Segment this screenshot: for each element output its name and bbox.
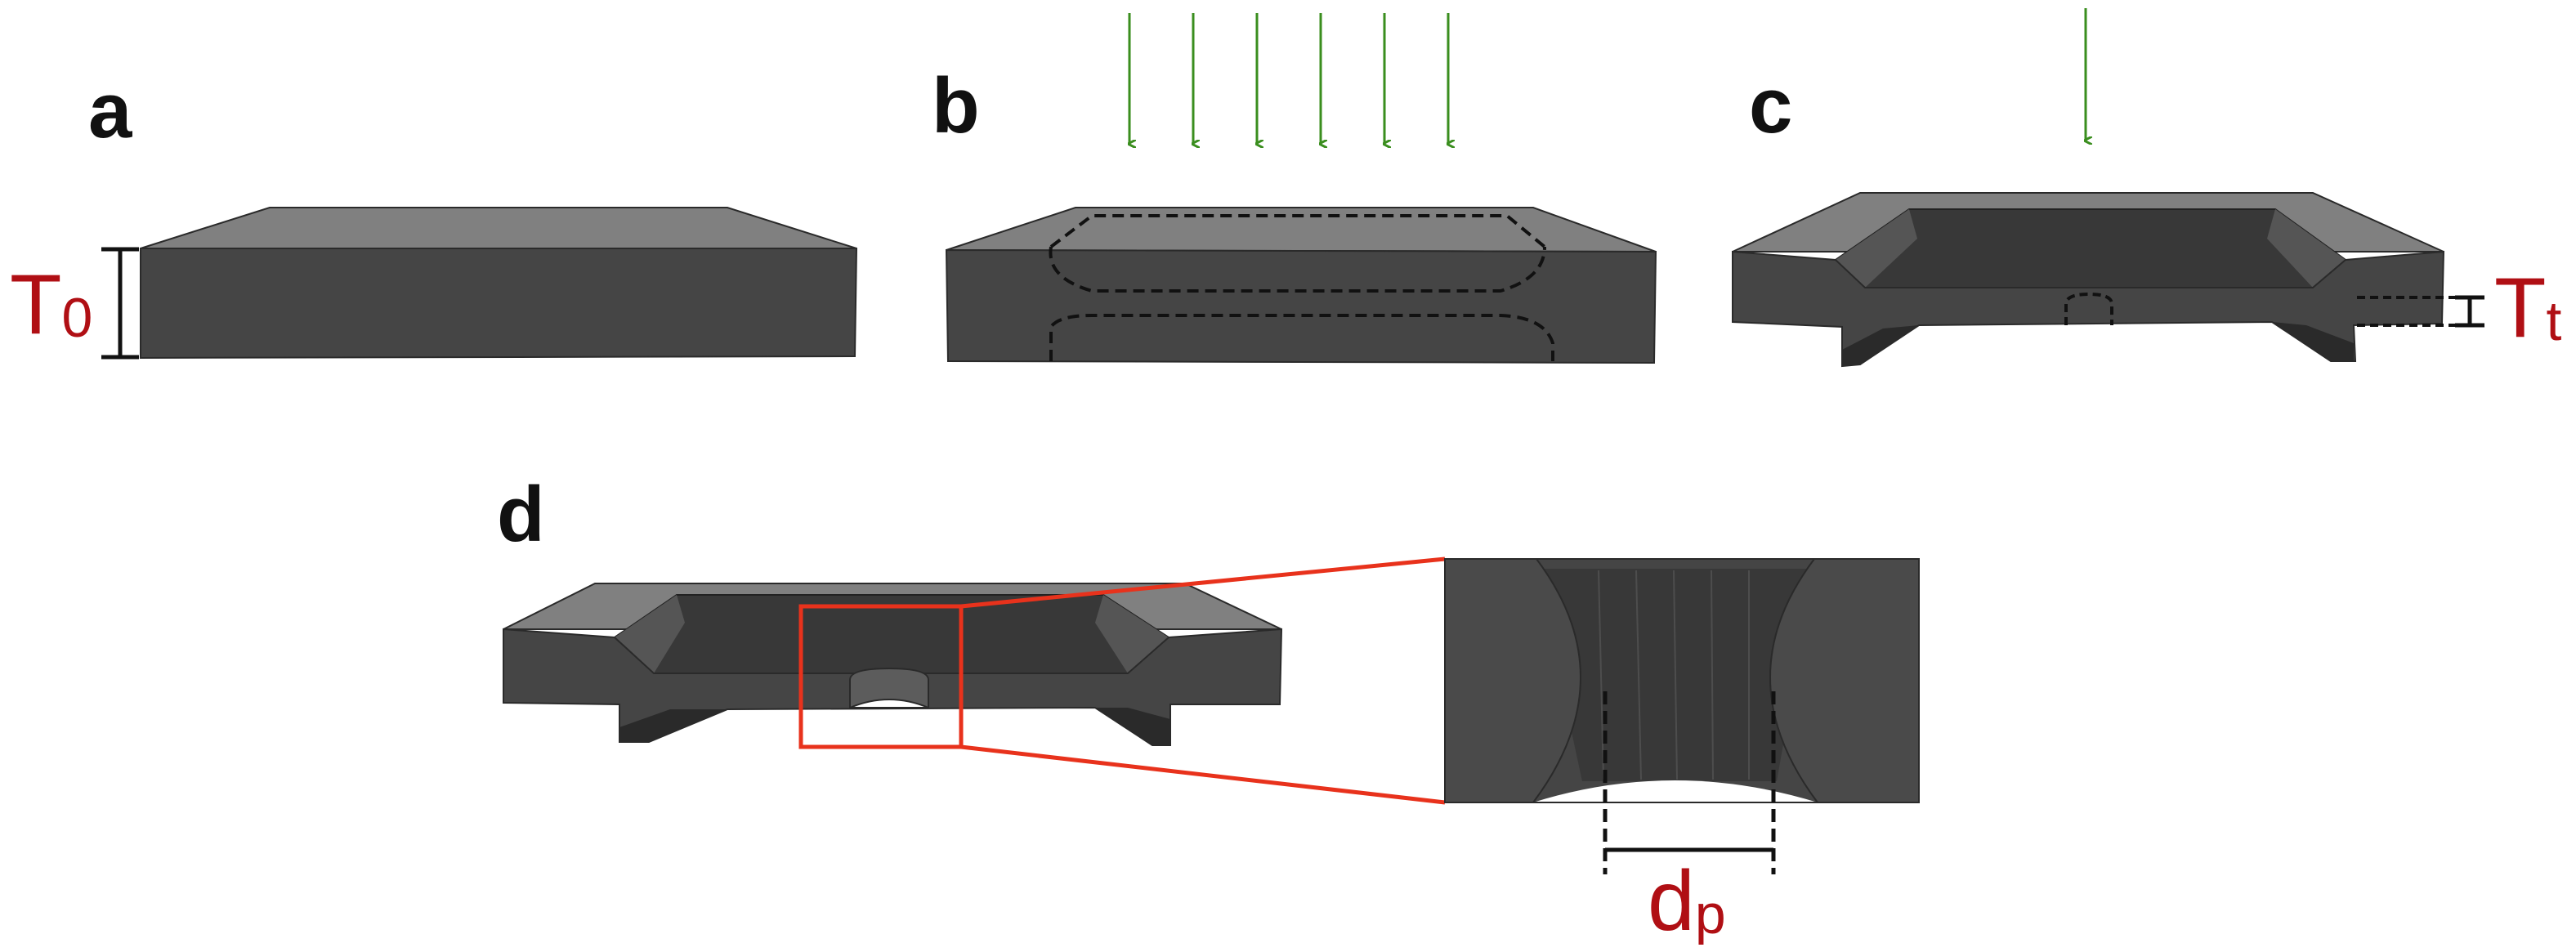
zoomed-pore-view [1444, 558, 1920, 803]
pore-outline-c [2064, 292, 2455, 327]
panel-a-label: a [88, 67, 132, 154]
pore-left-rim [1444, 558, 1581, 803]
thickness-bracket-tt [2455, 295, 2484, 328]
t0-label: T0 [10, 257, 92, 352]
tt-label: Tt [2494, 261, 2562, 355]
panel-c-label: c [1749, 62, 1792, 150]
block-a-front-face [140, 248, 858, 360]
block-d-cavity-slope-right [1095, 595, 1169, 673]
etched-block-c [1732, 192, 2445, 368]
zoom-indicator [798, 556, 1446, 805]
zoom-line-bottom [960, 744, 1446, 805]
pore-diameter-marker [1603, 691, 1776, 874]
zoom-box [798, 604, 964, 749]
panel-d-label: d [497, 471, 545, 558]
block-c-cavity-slope-left [1836, 209, 1917, 288]
etch-outline-b [1049, 214, 1554, 361]
block-d-underside-right [1095, 708, 1170, 745]
panel-d: d [497, 471, 1920, 949]
zoom-frame [1444, 558, 1920, 803]
block-d-pore-opening [849, 699, 929, 708]
dp-label: dp [1648, 854, 1726, 949]
block-d-pore [849, 667, 929, 708]
block-d-underside-left [619, 709, 727, 742]
block-b-front-face [945, 248, 1657, 364]
block-c-cavity-slope-right [2267, 209, 2346, 288]
block-c-underside-right [2272, 322, 2354, 361]
panel-b-label: b [932, 62, 980, 150]
panel-c: c Tt [1732, 8, 2562, 368]
flat-block-a [140, 207, 858, 360]
thickness-bracket-t0 [101, 247, 139, 360]
block-a-top-face [140, 207, 857, 249]
zoom-line-top [960, 556, 1446, 609]
block-d-cavity-slope-left [615, 595, 685, 673]
arrow-group-b [1129, 13, 1448, 144]
pore-right-rim [1769, 558, 1920, 803]
block-b [945, 207, 1657, 364]
panel-a: a T0 [10, 67, 858, 360]
pore-wall-lines [1598, 570, 1750, 780]
panel-b: b [932, 13, 1657, 364]
block-c-underside-left [1842, 325, 1919, 366]
